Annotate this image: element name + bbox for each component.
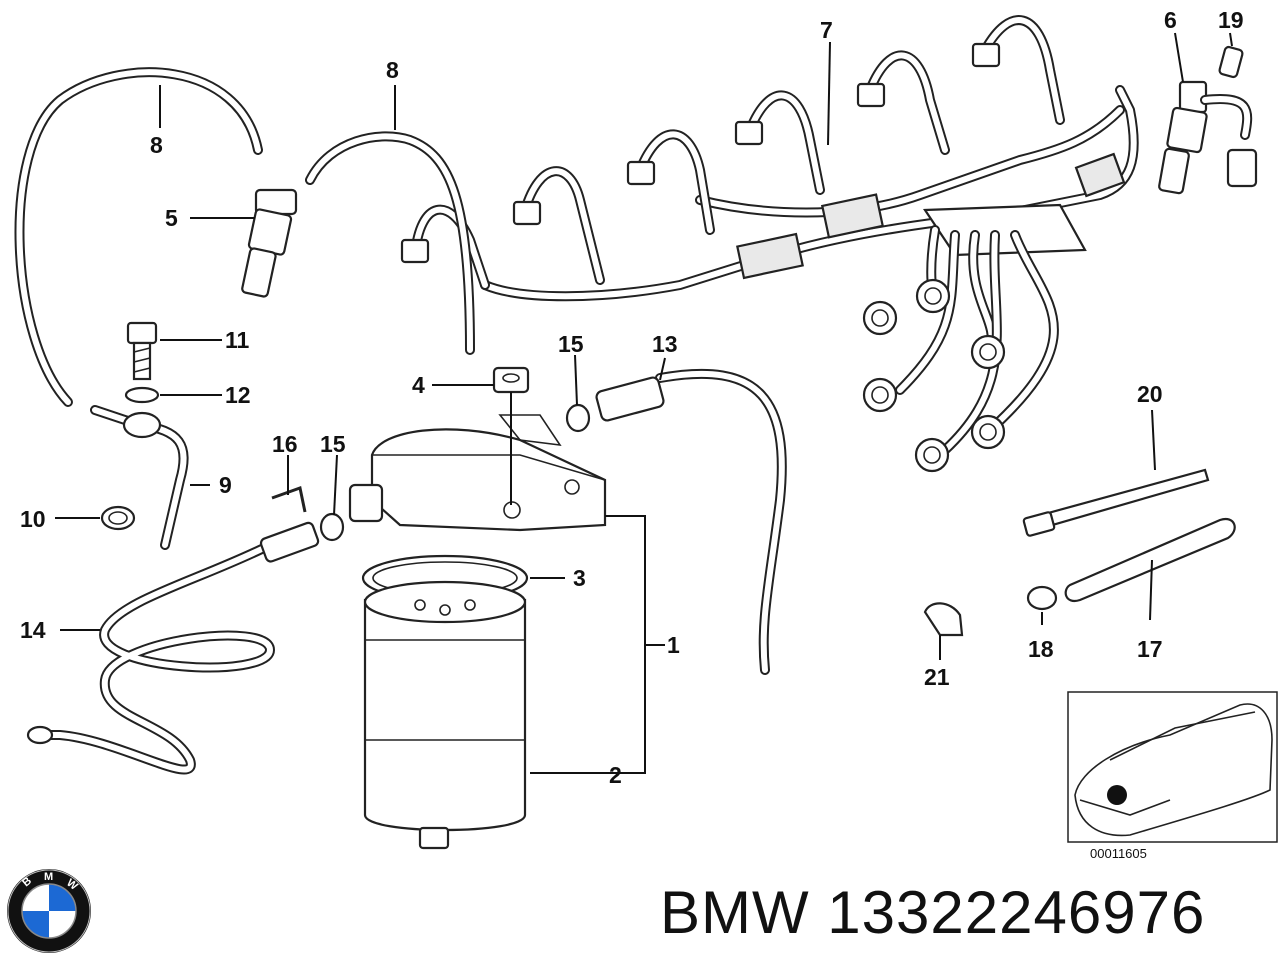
leader-lines bbox=[55, 32, 1233, 774]
injector-nozzle-left bbox=[241, 188, 298, 298]
callout-15-right: 15 bbox=[558, 331, 584, 357]
callout-15-left: 15 bbox=[320, 431, 346, 457]
callout-20: 20 bbox=[1137, 381, 1163, 407]
diagram-code: 00011605 bbox=[1090, 846, 1147, 861]
cable-tie-20 bbox=[1022, 468, 1210, 537]
callout-13: 13 bbox=[652, 331, 678, 357]
callout-18: 18 bbox=[1028, 636, 1054, 662]
callout-7: 7 bbox=[820, 17, 833, 43]
sealing-washer bbox=[124, 386, 160, 404]
clip-16 bbox=[271, 486, 307, 513]
callout-5: 5 bbox=[165, 205, 178, 231]
callout-1: 1 bbox=[667, 632, 680, 658]
callout-3: 3 bbox=[573, 565, 586, 591]
callout-16: 16 bbox=[272, 431, 298, 457]
injection-line-harness bbox=[400, 15, 1139, 473]
svg-text:M: M bbox=[44, 871, 53, 883]
hose-17 bbox=[1064, 517, 1236, 603]
fuel-line-coil bbox=[26, 521, 320, 775]
callout-9: 9 bbox=[219, 472, 232, 498]
callout-8-right: 8 bbox=[386, 57, 399, 83]
leak-off-hoses bbox=[14, 67, 475, 407]
callout-17: 17 bbox=[1137, 636, 1163, 662]
o-ring-15-right bbox=[565, 403, 591, 433]
filter-element bbox=[363, 580, 527, 850]
callout-21: 21 bbox=[924, 664, 950, 690]
injector-nozzle-right bbox=[1158, 80, 1258, 195]
callout-14: 14 bbox=[20, 617, 46, 643]
callout-6: 6 bbox=[1164, 7, 1177, 33]
part-19-sleeve bbox=[1218, 45, 1244, 79]
hose-clamp-10 bbox=[100, 505, 136, 531]
callout-4: 4 bbox=[412, 372, 425, 398]
callout-12: 12 bbox=[225, 382, 251, 408]
fuel-line-13 bbox=[595, 368, 787, 675]
callout-8-left: 8 bbox=[150, 132, 163, 158]
clip-21 bbox=[923, 602, 964, 637]
callout-11: 11 bbox=[225, 327, 250, 353]
callout-10: 10 bbox=[20, 506, 46, 532]
o-ring-15-left bbox=[319, 512, 345, 542]
callout-2: 2 bbox=[609, 762, 622, 788]
page-title: BMW 13322246976 bbox=[660, 879, 1206, 946]
callout-labels: 1 2 3 4 5 6 7 8 8 9 10 11 12 13 14 15 15… bbox=[20, 7, 1244, 788]
bmw-logo: B M W bbox=[7, 869, 91, 953]
vehicle-location-inset: 00011605 bbox=[1067, 691, 1278, 861]
banjo-fitting-line-9 bbox=[90, 405, 189, 550]
fuel-filter-housing bbox=[348, 414, 607, 532]
nut-4 bbox=[492, 366, 530, 394]
callout-19: 19 bbox=[1218, 7, 1244, 33]
hose-clamp-18 bbox=[1026, 585, 1058, 611]
banjo-bolt bbox=[126, 321, 158, 381]
